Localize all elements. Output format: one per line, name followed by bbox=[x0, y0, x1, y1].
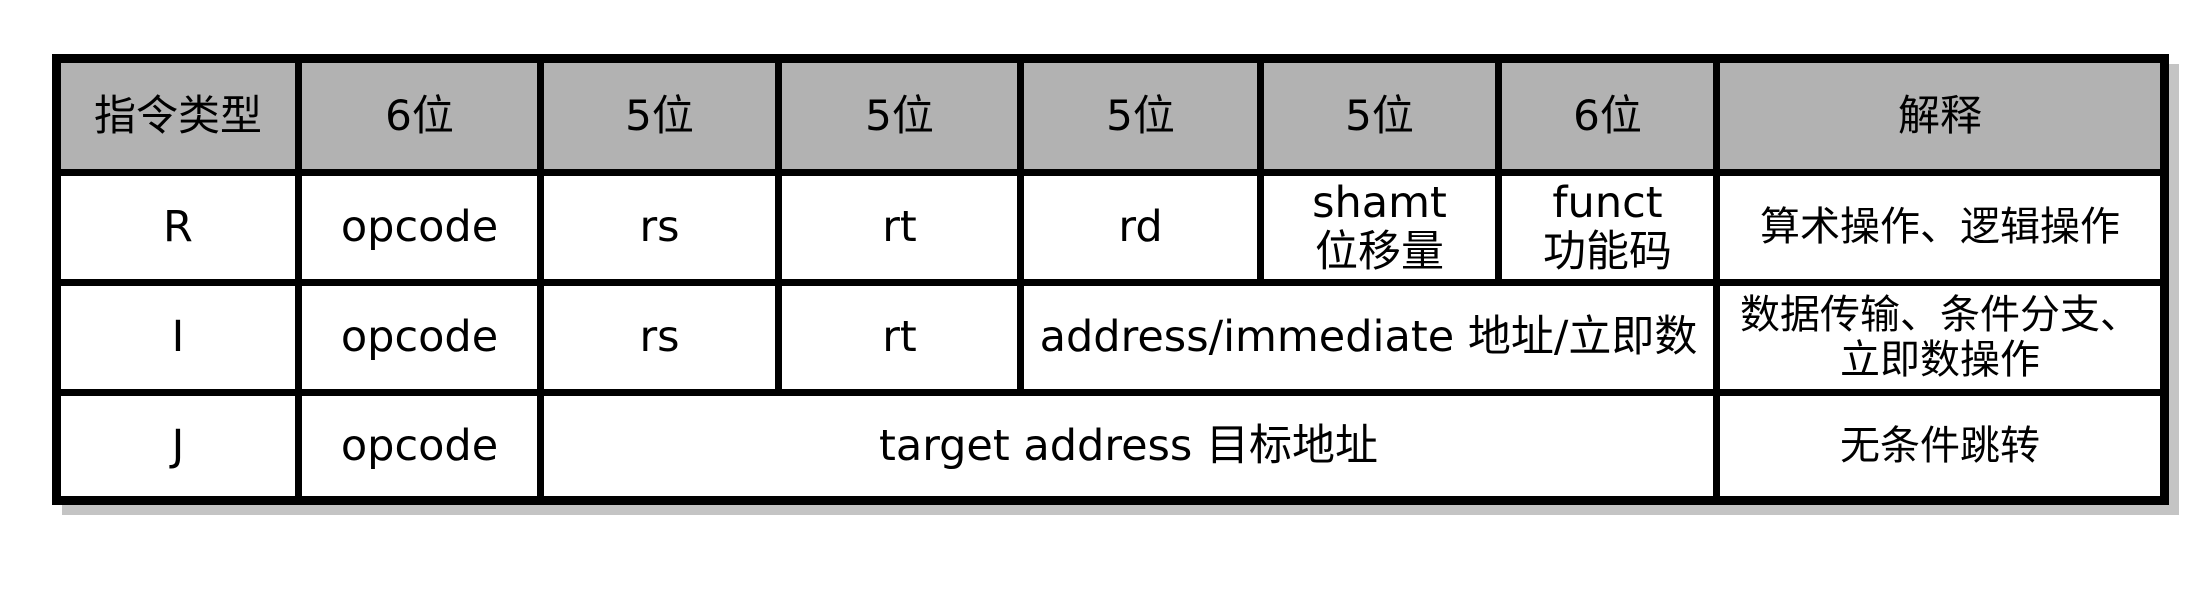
table-row-i: I opcode rs rt address/immediate 地址/立即数 … bbox=[53, 279, 2168, 396]
cell-j-explanation: 无条件跳转 bbox=[1713, 389, 2168, 504]
table-row-r: R opcode rs rt rd shamt 位移量 funct 功能码 算术… bbox=[53, 169, 2168, 286]
cell-i-rt: rt bbox=[775, 279, 1024, 396]
cell-j-target-address: target address 目标地址 bbox=[537, 389, 1720, 504]
cell-j-type: J bbox=[53, 389, 302, 504]
header-cell-bits-5b: 5位 bbox=[775, 55, 1024, 176]
cell-r-explanation: 算术操作、逻辑操作 bbox=[1713, 169, 2168, 286]
header-cell-instruction-type: 指令类型 bbox=[53, 55, 302, 176]
header-cell-explanation: 解释 bbox=[1713, 55, 2168, 176]
cell-r-rd: rd bbox=[1017, 169, 1264, 286]
cell-i-type: I bbox=[53, 279, 302, 396]
cell-r-rs: rs bbox=[537, 169, 782, 286]
table-row-j: J opcode target address 目标地址 无条件跳转 bbox=[53, 389, 2168, 504]
header-cell-bits-5c: 5位 bbox=[1017, 55, 1264, 176]
cell-r-funct: funct 功能码 bbox=[1495, 169, 1720, 286]
cell-i-opcode: opcode bbox=[295, 279, 544, 396]
cell-i-rs: rs bbox=[537, 279, 782, 396]
cell-r-rt: rt bbox=[775, 169, 1024, 286]
header-cell-bits-5a: 5位 bbox=[537, 55, 782, 176]
instruction-format-table: 指令类型 6位 5位 5位 5位 5位 6位 解释 R opcode rs rt… bbox=[52, 54, 2169, 505]
cell-r-shamt: shamt 位移量 bbox=[1257, 169, 1502, 286]
header-cell-bits-6b: 6位 bbox=[1495, 55, 1720, 176]
table-header-row: 指令类型 6位 5位 5位 5位 5位 6位 解释 bbox=[53, 55, 2168, 176]
header-cell-bits-5d: 5位 bbox=[1257, 55, 1502, 176]
cell-j-opcode: opcode bbox=[295, 389, 544, 504]
cell-r-opcode: opcode bbox=[295, 169, 544, 286]
cell-r-type: R bbox=[53, 169, 302, 286]
cell-i-address-immediate: address/immediate 地址/立即数 bbox=[1017, 279, 1720, 396]
header-cell-bits-6a: 6位 bbox=[295, 55, 544, 176]
cell-i-explanation: 数据传输、条件分支、 立即数操作 bbox=[1713, 279, 2168, 396]
